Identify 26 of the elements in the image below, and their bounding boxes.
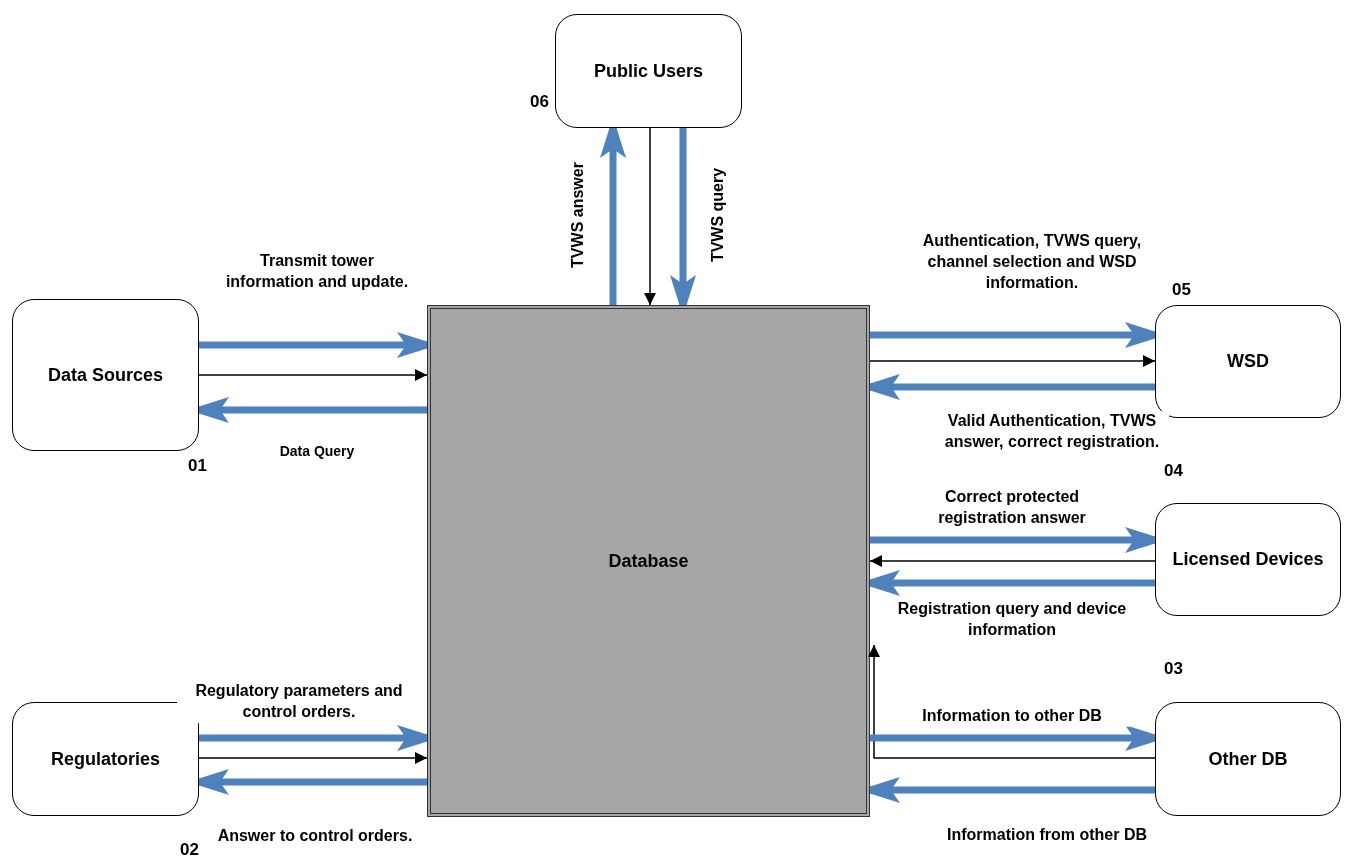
process-box — [555, 14, 742, 128]
step-number: 06 — [530, 92, 549, 112]
node-label: Regulatories — [51, 748, 160, 770]
node-label: Data Sources — [47, 364, 164, 386]
step-number: 03 — [1164, 659, 1183, 679]
connector-arrow — [644, 127, 656, 306]
node-label: Database — [608, 550, 689, 572]
process-box — [12, 299, 199, 451]
connector-arrow — [868, 644, 1156, 759]
connector-arrow — [198, 369, 428, 381]
node-label: Licensed Devices — [1172, 549, 1324, 570]
step-number: 04 — [1164, 461, 1183, 481]
node-label: Public Users — [593, 60, 703, 82]
process-box — [1155, 305, 1341, 418]
node-label: WSD — [1227, 351, 1269, 372]
process-box — [1155, 503, 1341, 616]
node-label: Other DB — [1208, 748, 1288, 770]
step-number: 02 — [180, 840, 199, 860]
connector-arrow — [198, 752, 428, 764]
step-number: 01 — [188, 456, 207, 476]
process-box — [1155, 702, 1341, 816]
process-box — [12, 702, 199, 816]
connector-arrow — [869, 355, 1156, 367]
connector-arrow — [869, 555, 1156, 567]
database-box — [427, 305, 870, 817]
step-number: 05 — [1172, 280, 1191, 300]
